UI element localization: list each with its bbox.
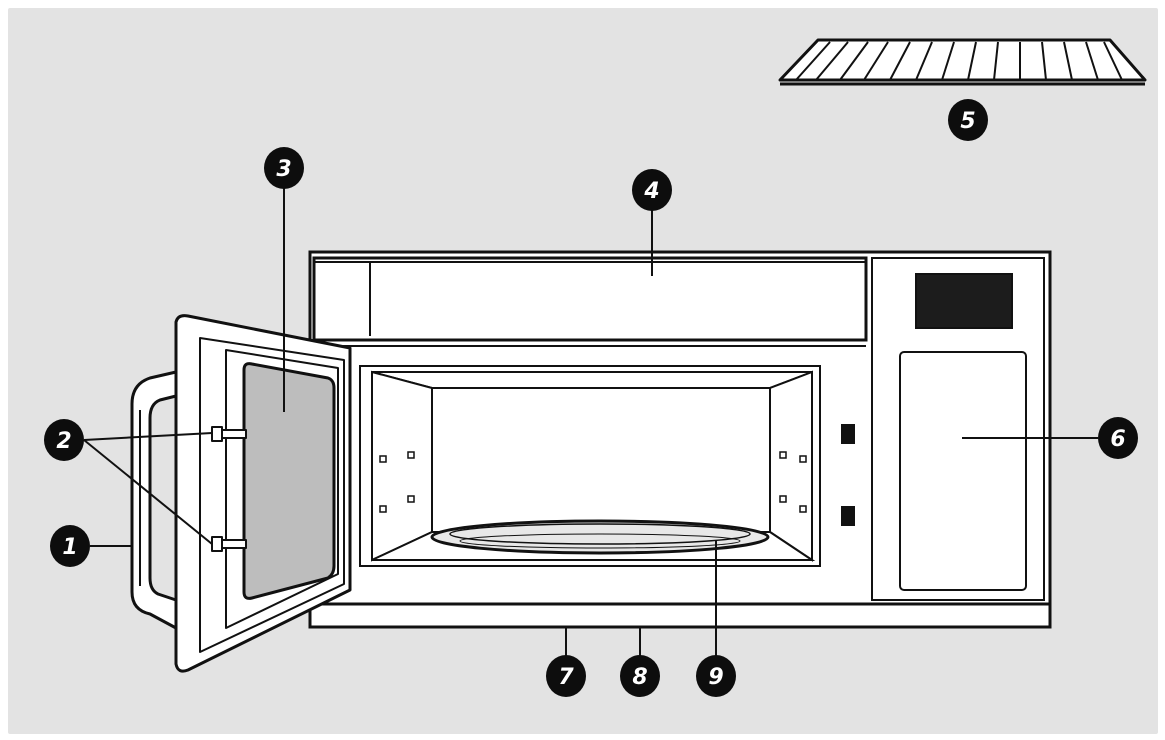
callout-2-label: 2 [56, 429, 71, 454]
door-lock-slot-lower [841, 506, 855, 526]
callout-3: 3 [264, 147, 304, 189]
callout-6-badge [1098, 417, 1138, 459]
glass-turntable [430, 519, 770, 555]
callout-1-badge [50, 525, 90, 567]
callout-3-label: 3 [276, 157, 291, 182]
callout-5-badge [948, 99, 988, 141]
callout-8: 8 [620, 655, 660, 697]
callout-5-label: 5 [960, 109, 975, 134]
callout-4: 4 [632, 169, 672, 211]
callout-6-label: 6 [1110, 427, 1125, 452]
callout-9: 9 [696, 655, 736, 697]
vent-grille [312, 256, 868, 342]
cooking-rack [778, 38, 1147, 86]
callout-3-badge [264, 147, 304, 189]
callout-7: 7 [546, 655, 586, 697]
callout-9-badge [696, 655, 736, 697]
door [130, 314, 352, 673]
callout-7-badge [546, 655, 586, 697]
callout-5: 5 [948, 99, 988, 141]
touch-control-pad [899, 351, 1027, 591]
door-lock-slot-upper [841, 424, 855, 444]
callout-4-label: 4 [643, 179, 659, 204]
callout-6: 6 [1098, 417, 1138, 459]
door-latch-upper [211, 426, 247, 442]
door-window [242, 362, 336, 600]
display-window [915, 273, 1013, 329]
callout-1: 1 [50, 525, 90, 567]
leader-lines [83, 188, 1098, 656]
door-latch-lower [211, 536, 247, 552]
callout-4-badge [632, 169, 672, 211]
callout-9-label: 9 [708, 665, 723, 690]
callout-1-label: 1 [62, 535, 77, 560]
callout-2-badge [44, 419, 84, 461]
callout-2: 2 [44, 419, 84, 461]
callout-8-label: 8 [632, 665, 647, 690]
callout-7-label: 7 [558, 665, 574, 690]
callout-8-badge [620, 655, 660, 697]
